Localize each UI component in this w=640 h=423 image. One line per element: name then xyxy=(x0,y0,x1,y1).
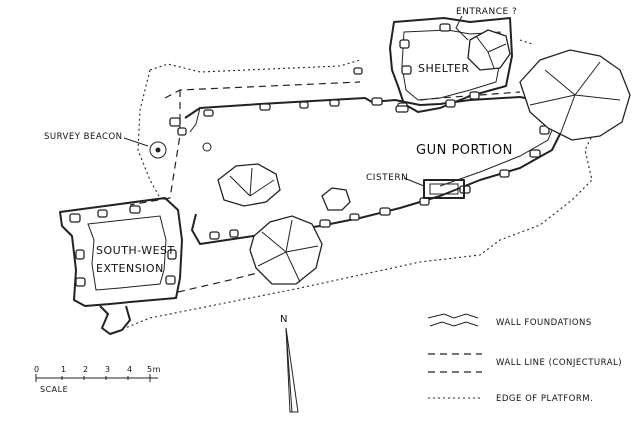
scale-title: SCALE xyxy=(40,385,68,394)
bush-small xyxy=(321,187,351,211)
cistern-inner xyxy=(429,183,459,195)
foundation-stones xyxy=(69,23,550,287)
scale-tick-1: 1 xyxy=(61,365,67,374)
north-label: N xyxy=(280,314,288,325)
platform-edge xyxy=(119,39,601,331)
tree-south xyxy=(249,215,323,285)
legend-item-conjectural: WALL LINE (CONJECTURAL) xyxy=(428,353,622,373)
legend: WALL FOUNDATIONS WALL LINE (CONJECTURAL)… xyxy=(427,313,622,404)
legend-item-foundations: WALL FOUNDATIONS xyxy=(427,313,592,328)
legend-label-conjectural: WALL LINE (CONJECTURAL) xyxy=(496,358,622,368)
label-extension: EXTENSION xyxy=(96,262,164,275)
scale-tick-0: 0 xyxy=(34,365,40,374)
small-circle-marker xyxy=(202,142,212,152)
scale-tick-3: 3 xyxy=(105,365,111,374)
tree-entrance xyxy=(467,29,511,71)
entrance-leader xyxy=(455,15,469,41)
shelter-inner xyxy=(401,29,501,101)
conjectural-wall-north xyxy=(164,81,361,199)
label-gun-portion: GUN PORTION xyxy=(416,143,513,158)
survey-beacon xyxy=(149,141,167,159)
label-cistern: CISTERN xyxy=(366,173,408,183)
tree-centre xyxy=(217,163,281,207)
platform-edge-west xyxy=(137,69,161,199)
scale-tick-4: 4 xyxy=(127,365,133,374)
label-south-west: SOUTH-WEST xyxy=(96,244,175,257)
sw-extension-inner xyxy=(87,215,167,291)
cistern-leader xyxy=(403,177,425,187)
label-shelter: SHELTER xyxy=(418,62,470,75)
scale-tick-2: 2 xyxy=(83,365,89,374)
legend-item-platform: EDGE OF PLATFORM. xyxy=(428,394,593,404)
sw-extension-lower xyxy=(99,305,131,335)
legend-label-foundations: WALL FOUNDATIONS xyxy=(496,318,592,328)
cistern xyxy=(423,179,465,199)
label-entrance: ENTRANCE ? xyxy=(456,7,517,17)
scale-bar: 0 1 2 3 4 5m SCALE xyxy=(34,365,161,394)
label-survey-beacon: SURVEY BEACON xyxy=(44,132,123,142)
legend-label-platform: EDGE OF PLATFORM. xyxy=(496,394,593,404)
north-arrow: N xyxy=(280,314,299,413)
gun-portion-wall-inner xyxy=(189,107,557,187)
beacon-leader xyxy=(123,137,149,147)
tree-north-east xyxy=(519,49,631,141)
sw-extension-wall xyxy=(59,197,183,307)
scale-tick-5: 5m xyxy=(147,365,161,374)
